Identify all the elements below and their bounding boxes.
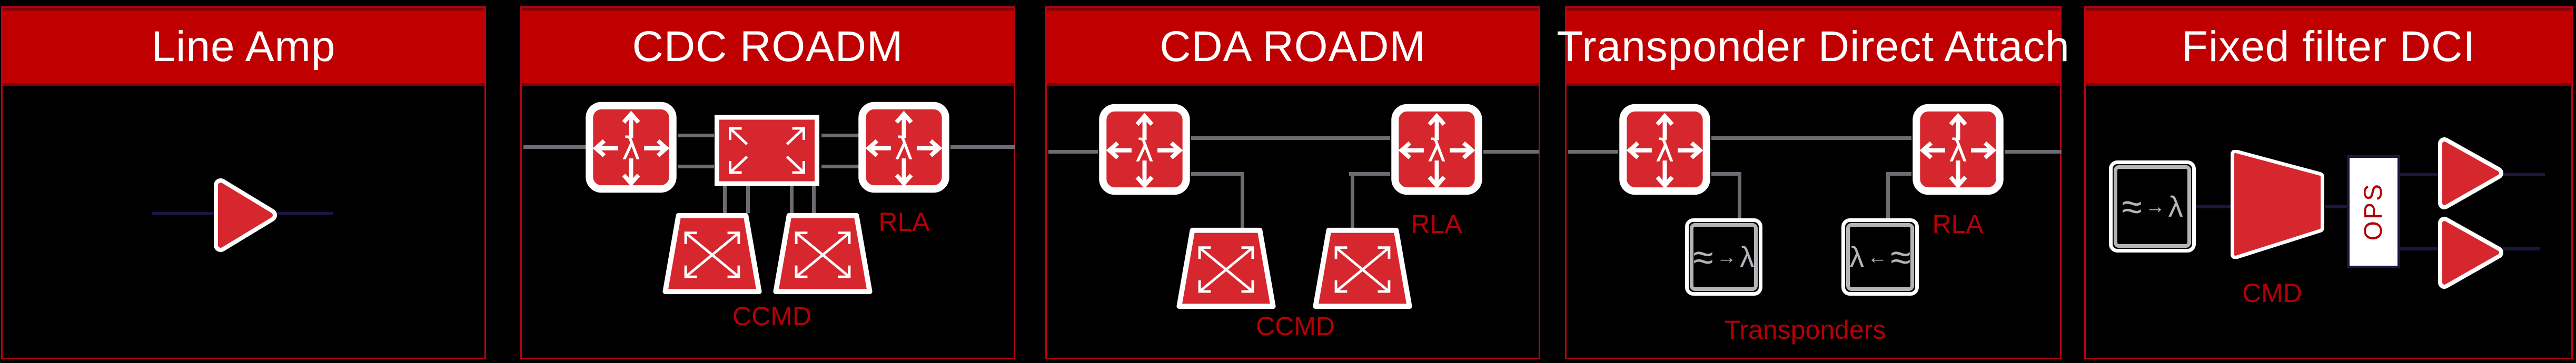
lambda-glyph: λ	[895, 130, 913, 167]
fiber-line	[1048, 150, 1098, 154]
amplifier-icon	[2438, 217, 2503, 289]
lambda-glyph: λ	[1739, 240, 1755, 274]
wave-glyph: ≈	[2122, 186, 2142, 227]
connector-line	[1886, 172, 1911, 176]
connector-line	[1738, 172, 1741, 220]
panel-cdc-roadm-title: CDC ROADM	[632, 23, 904, 70]
fiber-line	[523, 145, 586, 149]
fiber-line	[950, 145, 1015, 149]
lambda-glyph: λ	[1135, 133, 1154, 169]
transponder-icon: λ ← ≈	[1841, 218, 1919, 296]
fiber-line	[2503, 247, 2540, 250]
connector-line	[1886, 172, 1890, 220]
transponder-glyph: ≈ → λ	[2114, 165, 2191, 248]
lambda-glyph: λ	[2168, 189, 2183, 223]
rla-wss-icon: λ	[1391, 104, 1482, 195]
amplifier-icon	[214, 178, 277, 252]
cmd-label: CMD	[2242, 278, 2302, 308]
connector-line	[723, 183, 727, 213]
connector-line	[1711, 172, 1741, 176]
panel-dci-title: Fixed filter DCI	[2181, 23, 2476, 70]
ccmd-label: CCMD	[732, 301, 811, 331]
fiber-line	[1568, 150, 1618, 154]
panel-cdc-roadm: CDC ROADM λ	[520, 6, 1015, 359]
transponder-icon: ≈ → λ	[1685, 218, 1762, 296]
connector-line	[1241, 172, 1244, 228]
lambda-glyph: λ	[622, 130, 640, 167]
fiber-line	[2005, 150, 2062, 154]
ccmd-icon	[662, 213, 762, 295]
transponder-icon: ≈ → λ	[2109, 160, 2196, 253]
fiber-line	[2400, 173, 2438, 176]
ccmd-icon	[773, 213, 873, 295]
panel-cdc-roadm-header: CDC ROADM	[522, 8, 1014, 86]
panel-cda-roadm-header: CDA ROADM	[1047, 8, 1539, 86]
fiber-line	[1711, 136, 1911, 140]
rla-wss-icon: λ	[1619, 104, 1710, 195]
connector-line	[1351, 172, 1354, 228]
rla-wss-icon: λ	[858, 102, 949, 193]
lambda-glyph: λ	[1656, 133, 1674, 169]
rla-label: RLA	[1411, 209, 1462, 239]
rla-wss-icon: λ	[586, 102, 677, 193]
ops-label: OPS	[2360, 183, 2387, 241]
mesh-fabric-icon	[715, 115, 819, 186]
connector-line	[821, 165, 859, 168]
connector-line	[812, 183, 816, 213]
transponder-glyph: ≈ → λ	[1690, 223, 1758, 291]
connector-line	[1191, 172, 1244, 176]
lambda-glyph: λ	[1428, 133, 1446, 169]
fiber-line	[1191, 136, 1390, 140]
wave-glyph: ≈	[1890, 236, 1911, 278]
arrow-right-glyph: →	[2145, 195, 2165, 218]
amplifier-icon	[2438, 137, 2503, 209]
connector-line	[678, 134, 714, 137]
arrow-right-glyph: →	[1716, 246, 1737, 268]
fiber-line	[2196, 205, 2232, 208]
panel-line-amp-title: Line Amp	[151, 23, 336, 70]
connector-line	[821, 134, 859, 137]
rla-wss-icon: λ	[1099, 104, 1190, 195]
arrow-left-glyph: ←	[1867, 246, 1888, 268]
panel-line-amp-header: Line Amp	[3, 8, 484, 86]
panel-tda-title: Transponder Direct Attach	[1557, 23, 2070, 70]
panel-tda-header: Transponder Direct Attach	[1557, 8, 2069, 86]
panel-cda-roadm-title: CDA ROADM	[1160, 23, 1426, 70]
wave-glyph: ≈	[1693, 236, 1713, 278]
lambda-glyph: λ	[1949, 133, 1967, 169]
connector-line	[790, 183, 794, 213]
connector-line	[1349, 172, 1390, 176]
fiber-line	[2503, 173, 2545, 176]
panel-cda-roadm: CDA ROADM λ λ	[1045, 6, 1540, 359]
ccmd-label: CCMD	[1256, 311, 1335, 341]
lambda-glyph: λ	[1849, 240, 1865, 274]
connector-line	[678, 165, 714, 168]
transponder-glyph: λ ← ≈	[1846, 223, 1914, 291]
panel-dci-header: Fixed filter DCI	[2086, 8, 2571, 86]
rla-label: RLA	[878, 207, 930, 237]
cmd-filter-icon	[2231, 150, 2324, 259]
panel-fixed-filter-dci: Fixed filter DCI ≈ → λ OPS	[2084, 6, 2573, 359]
transponders-label: Transponders	[1724, 315, 1886, 345]
rla-label: RLA	[1932, 209, 1984, 239]
fiber-line	[1483, 150, 1539, 154]
fiber-line	[2400, 247, 2438, 250]
connector-line	[746, 183, 750, 213]
panel-transponder-direct-attach: Transponder Direct Attach λ	[1557, 6, 2069, 359]
panel-line-amp: Line Amp	[1, 6, 486, 359]
ccmd-icon	[1313, 227, 1412, 309]
ops-switch: OPS	[2347, 155, 2400, 268]
ccmd-icon	[1176, 227, 1276, 309]
fiber-line	[2325, 205, 2349, 208]
rla-wss-icon: λ	[1913, 104, 2004, 195]
